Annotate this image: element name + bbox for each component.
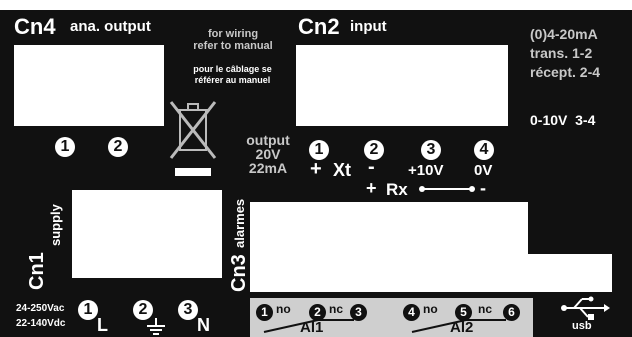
- cn2-pin-1: 1: [309, 140, 329, 160]
- supply-ac: 24-250Vac: [16, 303, 65, 314]
- xt-minus: -: [368, 156, 375, 178]
- wiring-note-en: for wiring refer to manual: [178, 28, 288, 52]
- pin-L: L: [97, 315, 108, 335]
- cn4-title: Cn4: [14, 14, 56, 39]
- cn1-connector: [72, 190, 222, 278]
- alarm-pin-3: 3: [350, 304, 367, 321]
- al2-no-label: no: [423, 302, 438, 316]
- mode-recept: récept. 2-4: [530, 64, 601, 80]
- rx-minus: -: [480, 178, 486, 198]
- rx-connection-line: [419, 186, 475, 192]
- al1-nc-label: nc: [329, 302, 344, 316]
- pin-N: N: [197, 315, 210, 335]
- output-label: output: [246, 132, 290, 148]
- output-rating: output 20V 22mA: [244, 133, 292, 175]
- al2-switch-symbol: [411, 319, 506, 333]
- mode-voltage: 0-10V 3-4: [530, 112, 596, 128]
- mode-trans: trans. 1-2: [530, 45, 593, 61]
- rx-label: Rx: [386, 180, 408, 199]
- alarm-pin-6: 6: [503, 304, 520, 321]
- cn4-subtitle: ana. output: [70, 18, 151, 35]
- cn1-title: Cn1: [26, 252, 48, 290]
- cn1-pin-1: 1: [78, 300, 98, 320]
- cn2-subtitle: input: [350, 18, 387, 35]
- cn1-pin-2: 2: [133, 300, 153, 320]
- al2-nc-label: nc: [478, 302, 493, 316]
- cn2-title: Cn2: [298, 14, 340, 39]
- cn4-pin-1: 1: [55, 137, 75, 157]
- output-current: 22mA: [248, 160, 288, 176]
- rx-plus: +: [366, 178, 377, 198]
- wiring-en-line2: refer to manual: [193, 40, 273, 52]
- cn2-connector: [296, 45, 508, 126]
- cn1-pin-3: 3: [178, 300, 198, 320]
- alarm-relay-strip: [250, 298, 533, 337]
- cn2-pin-2: 2: [364, 140, 384, 160]
- wiring-fr-line1: pour le câblage se: [193, 64, 272, 74]
- ground-icon: [147, 318, 165, 335]
- xt-label: Xt: [333, 160, 351, 180]
- cn2-pin-4: 4: [474, 140, 494, 160]
- mode-current: (0)4-20mA: [530, 26, 598, 42]
- cn2-pin-3: 3: [421, 140, 441, 160]
- al1-no-label: no: [276, 302, 291, 316]
- pin3-voltage: +10V: [408, 162, 444, 179]
- al1-switch-symbol: [263, 319, 354, 333]
- weee-crossed-bin-icon: [169, 101, 217, 176]
- cn3-connector: [250, 202, 612, 292]
- wiring-fr-line2: référer au manuel: [194, 75, 271, 85]
- alarm-pin-4: 4: [403, 304, 420, 321]
- cn4-pin-2: 2: [108, 137, 128, 157]
- wiring-note-fr: pour le câblage se référer au manuel: [170, 64, 295, 86]
- cn1-subtitle: supply: [48, 204, 63, 246]
- cn3-subtitle: alarmes: [232, 198, 247, 248]
- cn4-connector: [14, 45, 164, 126]
- pin4-voltage: 0V: [474, 162, 493, 179]
- supply-dc: 22-140Vdc: [16, 318, 66, 329]
- xt-plus: +: [310, 158, 322, 180]
- usb-label: usb: [572, 320, 592, 332]
- alarm-pin-1: 1: [256, 304, 273, 321]
- wiring-en-line1: for wiring: [207, 28, 259, 40]
- output-voltage: 20V: [255, 146, 281, 162]
- usb-icon: [561, 296, 610, 320]
- cn3-title: Cn3: [228, 254, 250, 292]
